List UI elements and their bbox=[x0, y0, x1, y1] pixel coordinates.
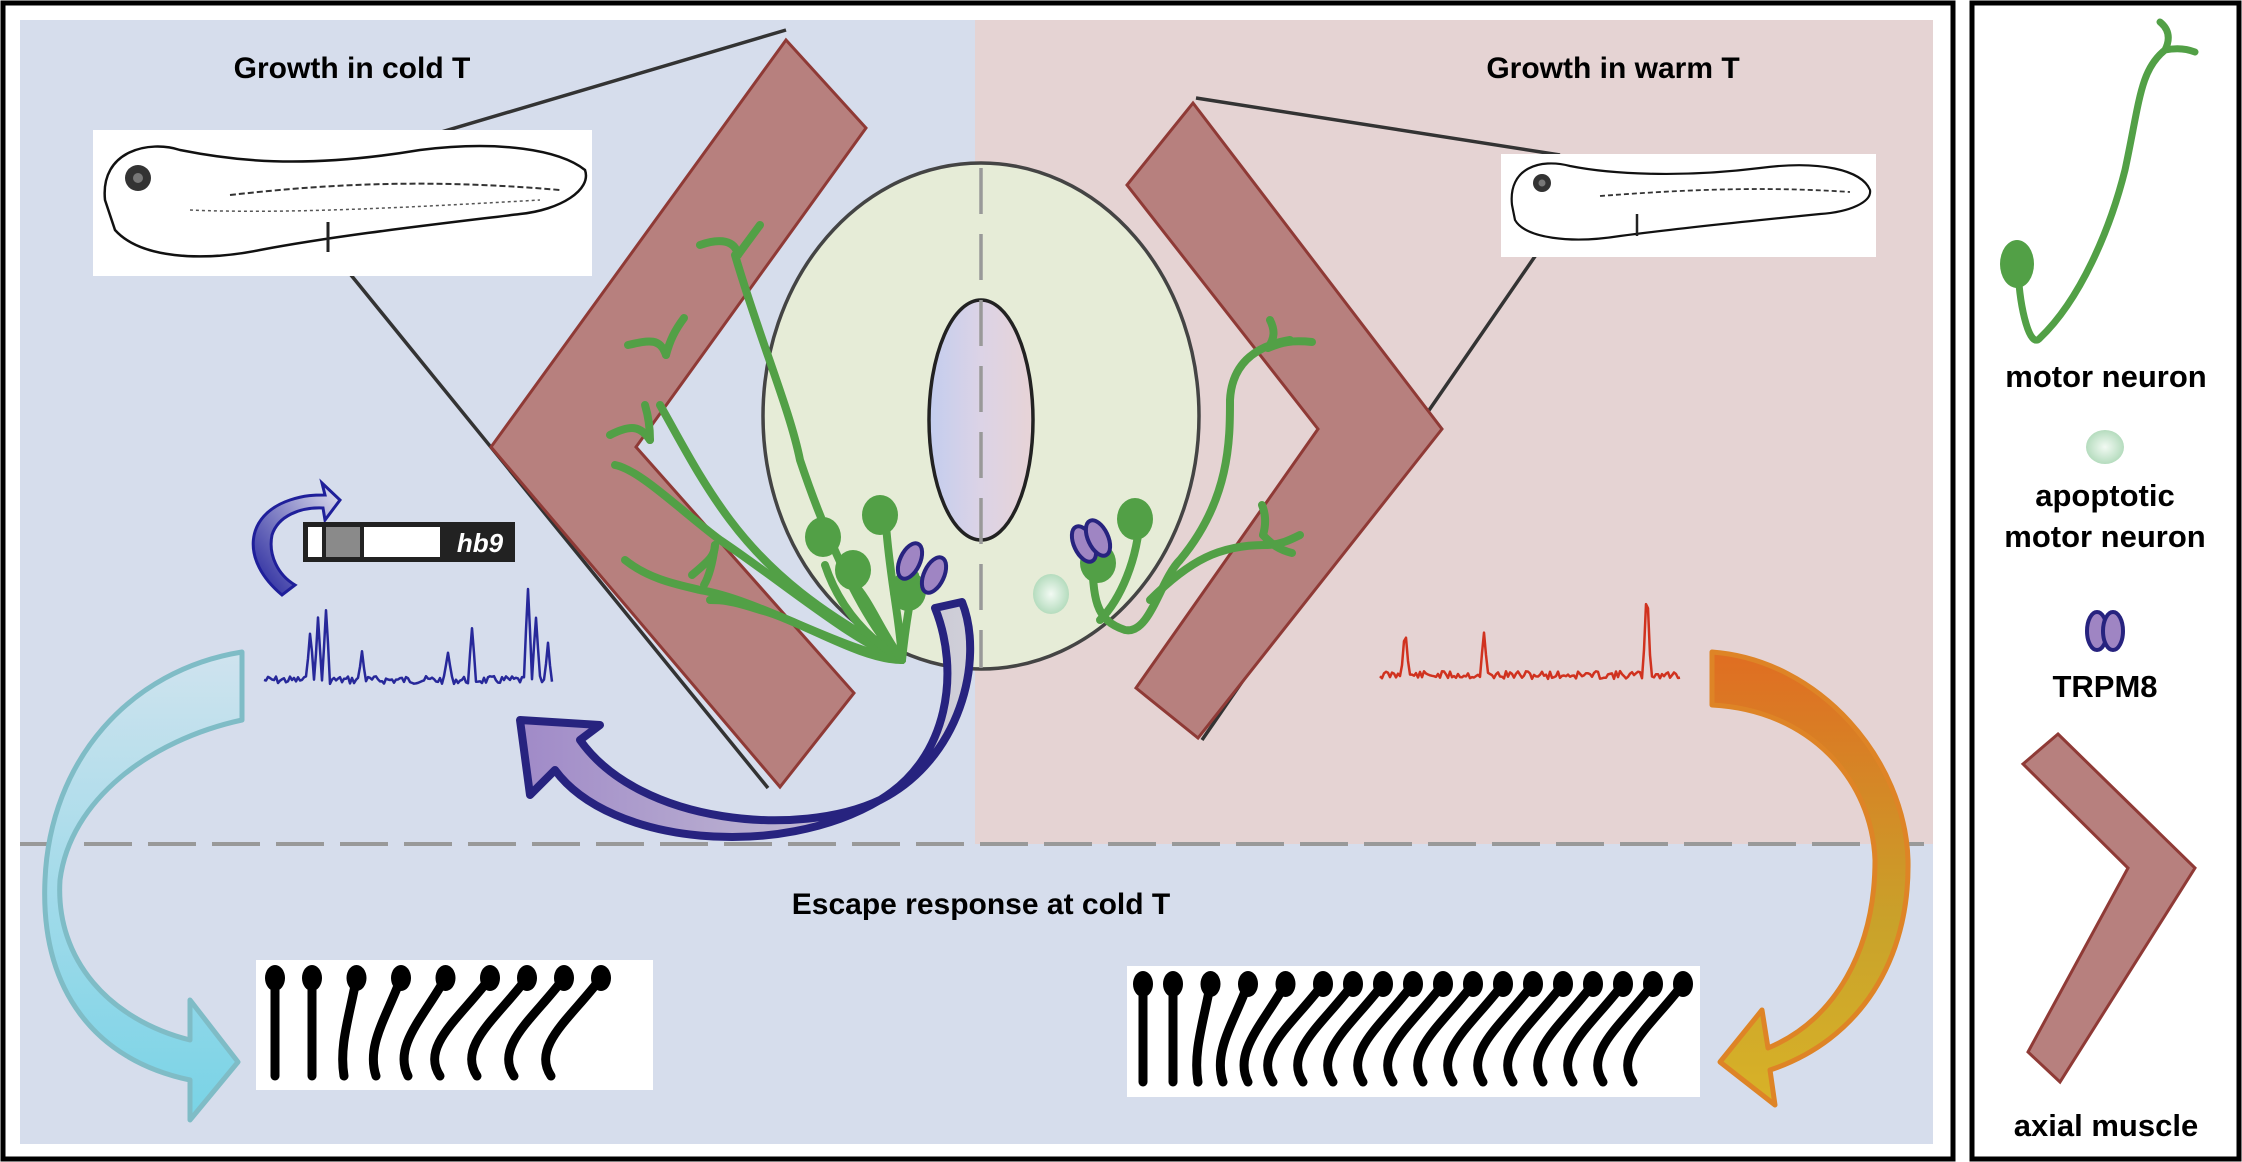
larva-silhouette bbox=[1593, 979, 1658, 1087]
larva-head bbox=[591, 965, 611, 991]
larva-head bbox=[1673, 971, 1693, 997]
cold-outcome-arrow bbox=[42, 649, 245, 1123]
larva-head bbox=[1275, 971, 1296, 997]
feedback-arrow bbox=[516, 598, 975, 841]
larva-head bbox=[265, 965, 285, 991]
larva-head bbox=[1200, 971, 1221, 997]
larva-head bbox=[1613, 971, 1633, 997]
larva-head bbox=[346, 965, 367, 991]
larva-silhouette bbox=[1443, 979, 1508, 1087]
legend-label-trpm8: TRPM8 bbox=[2052, 669, 2157, 704]
larva-silhouette bbox=[430, 973, 495, 1081]
larva-silhouette bbox=[1293, 979, 1358, 1087]
larva-silhouette bbox=[1623, 979, 1688, 1087]
larva-head bbox=[1343, 971, 1363, 997]
larva-head bbox=[435, 965, 456, 991]
legend-label-apoptotic-2: motor neuron bbox=[2004, 519, 2206, 554]
larva-head bbox=[302, 965, 322, 991]
legend-item-apoptotic-motor-neuron: apoptotic motor neuron bbox=[2004, 430, 2206, 554]
trpm8-channels-cold bbox=[895, 541, 949, 595]
larva-head bbox=[1163, 971, 1183, 997]
legend-label-apoptotic-1: apoptotic bbox=[2035, 478, 2175, 513]
apoptotic-neuron-icon bbox=[2086, 430, 2124, 464]
larva-silhouette bbox=[368, 973, 406, 1081]
larva-silhouette bbox=[1563, 979, 1628, 1087]
hb9-regulation-arrow bbox=[251, 478, 343, 597]
larva-head bbox=[1493, 971, 1513, 997]
legend-item-axial-muscle: axial muscle bbox=[2014, 731, 2198, 1143]
larva-silhouette bbox=[1323, 979, 1388, 1087]
larva-head bbox=[1523, 971, 1543, 997]
larva-head bbox=[1373, 971, 1393, 997]
larva-head bbox=[1583, 971, 1603, 997]
tadpole-cold-illustration bbox=[93, 130, 592, 276]
calcium-trace-warm bbox=[1379, 602, 1681, 681]
legend: motor neuron apoptotic motor neuron TRPM… bbox=[2000, 18, 2207, 1143]
escape-filmstrip-warm bbox=[1127, 966, 1700, 1097]
axial-muscle-left bbox=[489, 37, 868, 790]
larva-silhouette bbox=[1383, 979, 1448, 1087]
larva-silhouette bbox=[541, 973, 606, 1081]
larva-silhouette bbox=[467, 973, 532, 1081]
legend-item-trpm8: TRPM8 bbox=[2052, 610, 2158, 704]
larva-head bbox=[1238, 971, 1258, 997]
larva-silhouette bbox=[1263, 979, 1328, 1087]
larva-silhouette bbox=[1413, 979, 1478, 1087]
larva-silhouette bbox=[1215, 979, 1253, 1087]
larva-silhouette bbox=[399, 973, 450, 1081]
motor-neuron-icon bbox=[2014, 18, 2199, 344]
larva-silhouette bbox=[1353, 979, 1418, 1087]
larva-silhouette bbox=[1533, 979, 1598, 1087]
warm-growth-title: Growth in warm T bbox=[1486, 52, 1739, 85]
axial-muscle-right bbox=[1125, 100, 1444, 741]
larva-head bbox=[391, 965, 411, 991]
larva-head bbox=[1463, 971, 1483, 997]
escape-response-title: Escape response at cold T bbox=[792, 888, 1170, 921]
axial-muscle-icon bbox=[2020, 731, 2197, 1085]
legend-label-motor-neuron: motor neuron bbox=[2005, 359, 2207, 394]
trpm8-icon bbox=[2085, 610, 2125, 652]
larva-head bbox=[517, 965, 537, 991]
larva-silhouette bbox=[504, 973, 569, 1081]
apoptotic-motor-neuron bbox=[1033, 574, 1069, 614]
larva-silhouette bbox=[1503, 979, 1568, 1087]
larva-head bbox=[1133, 971, 1153, 997]
motor-neuron-somata-cold bbox=[805, 495, 926, 611]
hb9-gene-label: hb9 bbox=[457, 528, 504, 558]
zoom-line-warm-top bbox=[1195, 96, 1561, 157]
larva-silhouette bbox=[1473, 979, 1538, 1087]
larva-head bbox=[480, 965, 500, 991]
larva-head bbox=[1433, 971, 1453, 997]
larva-head bbox=[1643, 971, 1663, 997]
hb9-gene-construct: hb9 bbox=[303, 522, 515, 562]
larva-head bbox=[1313, 971, 1333, 997]
larva-head bbox=[1553, 971, 1573, 997]
larva-silhouette bbox=[1239, 979, 1290, 1087]
larva-head bbox=[1403, 971, 1423, 997]
cold-growth-title: Growth in cold T bbox=[234, 52, 471, 85]
escape-filmstrip-cold bbox=[256, 960, 653, 1090]
legend-label-axial-muscle: axial muscle bbox=[2014, 1108, 2198, 1143]
calcium-trace-cold bbox=[263, 587, 554, 686]
larva-head bbox=[554, 965, 574, 991]
trpm8-channels-warm bbox=[1069, 518, 1113, 564]
legend-item-motor-neuron: motor neuron bbox=[2000, 18, 2207, 394]
warm-outcome-arrow bbox=[1709, 649, 1911, 1108]
tadpole-warm-illustration bbox=[1501, 154, 1876, 257]
